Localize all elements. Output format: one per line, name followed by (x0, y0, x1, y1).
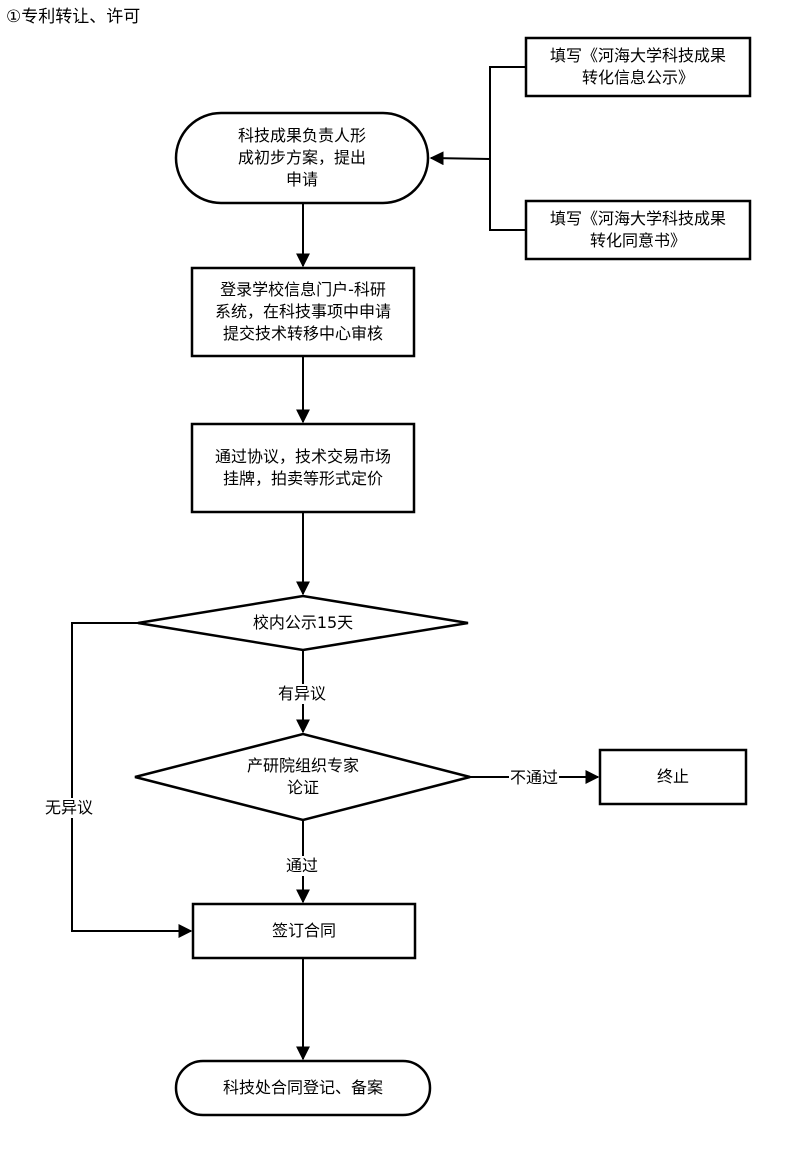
login-node-text: 登录学校信息门户-科研 系统，在科技事项中申请 提交技术转移中心审核 (214, 280, 391, 343)
page-heading: ①专利转让、许可 (6, 7, 141, 27)
register-node-text: 科技处合同登记、备案 (222, 1078, 383, 1097)
terminate-node-text: 终止 (656, 767, 689, 786)
register-terminator-shape (174, 1059, 432, 1117)
doc2-node-text: 填写《河海大学科技成果 转化同意书》 (549, 209, 726, 250)
no-objection-path (71, 622, 193, 938)
publicity-node-text: 校内公示15天 (252, 613, 354, 632)
sign-box-shape (191, 902, 417, 960)
fail-label: 不通过 (509, 768, 560, 788)
sign-node-text: 签订合同 (271, 921, 336, 940)
docs-to-start-arrow (429, 151, 491, 166)
doc1-box-shape (524, 36, 752, 98)
no-objection-label: 无异议 (44, 798, 95, 818)
start-node-text: 科技成果负责人形 成初步方案，提出 申请 (237, 126, 366, 189)
publicity-diamond-shape (137, 594, 469, 652)
terminate-box-shape (598, 748, 748, 806)
expert-node-text: 产研院组织专家 论证 (246, 756, 359, 797)
objection-label: 有异议 (277, 684, 328, 704)
pricing-node-text: 通过协议，技术交易市场 挂牌，拍卖等形式定价 (214, 447, 391, 488)
pass-label: 通过 (285, 856, 320, 876)
doc1-node-text: 填写《河海大学科技成果 转化信息公示》 (549, 46, 726, 87)
doc2-box-shape (524, 199, 752, 261)
doc1-connector (489, 66, 526, 231)
